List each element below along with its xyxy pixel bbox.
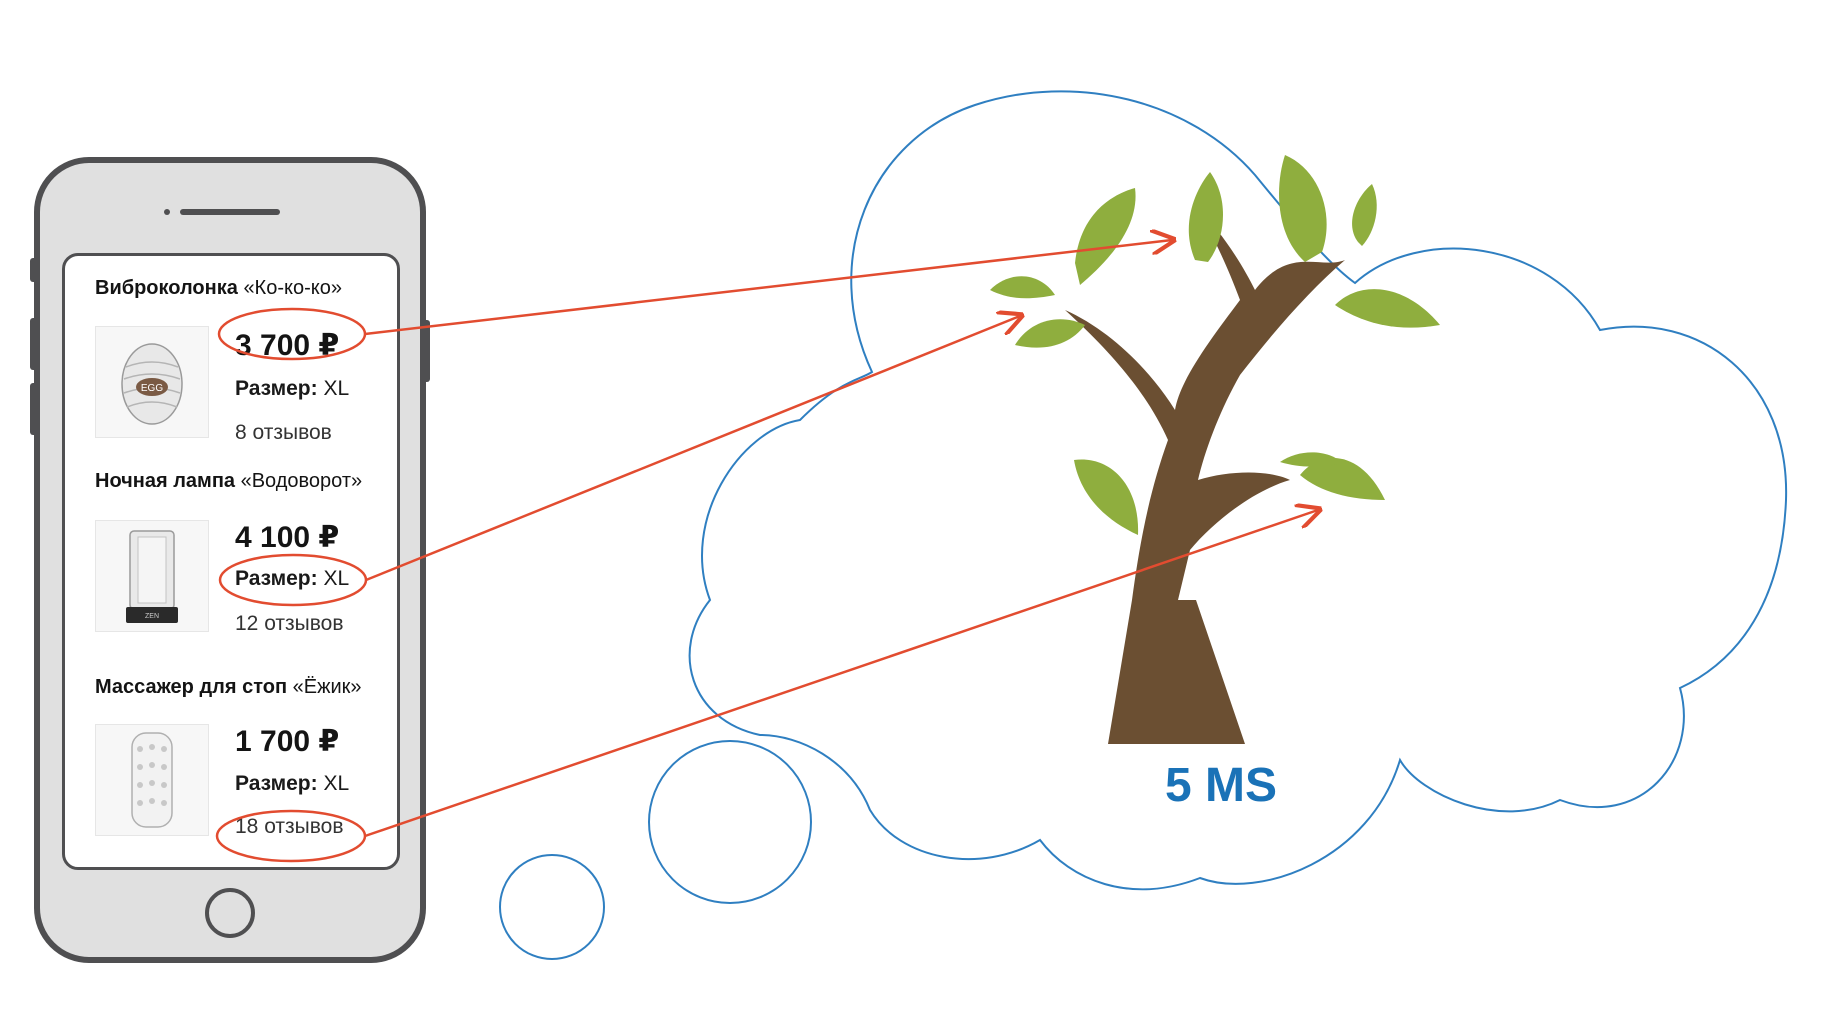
product-price: 1 700 ₽ [235, 725, 340, 758]
product-quoted-name: «Ко-ко-ко» [243, 277, 342, 299]
product-name: Массажер для стоп [95, 676, 288, 698]
highlight-ellipses [215, 307, 368, 863]
size-value: XL [323, 377, 350, 400]
thought-cloud [499, 90, 1788, 960]
product-size: Размер: XL [235, 772, 349, 796]
product-card-3[interactable]: Массажер для стоп «Ёжик» 1 700 ₽ Размер: [65, 676, 397, 867]
price-arrow [364, 240, 1172, 336]
cylinder-product-image[interactable]: ZEN [95, 520, 209, 632]
phone-screen: Виброколонка «Ко-ко-ко» EGG 3 700 ₽ Разм… [62, 253, 400, 870]
egg-product-image[interactable]: EGG [95, 326, 209, 438]
size-value: XL [323, 772, 350, 795]
size-value: XL [323, 567, 350, 590]
product-title[interactable]: Массажер для стоп «Ёжик» [95, 676, 362, 699]
product-size: Размер: XL [235, 377, 349, 401]
connector-arrows [364, 240, 1318, 838]
tree-trunk [1065, 205, 1345, 744]
product-title[interactable]: Виброколонка «Ко-ко-ко» [95, 277, 342, 300]
product-quoted-name: «Водоворот» [240, 470, 363, 492]
product-reviews[interactable]: 18 отзывов [235, 815, 344, 838]
phone-camera [164, 209, 170, 215]
product-quoted-name: «Ёжик» [292, 676, 362, 698]
reviews-highlight-ellipse [215, 809, 367, 863]
product-size: Размер: XL [235, 567, 349, 591]
tree-leaves [990, 155, 1440, 535]
price-highlight-ellipse [217, 307, 367, 361]
spiked-sleeve-product-image[interactable] [95, 724, 209, 836]
product-name: Ночная лампа [95, 470, 236, 492]
size-highlight-ellipse [218, 553, 368, 607]
reviews-arrow [364, 510, 1318, 838]
product-card-1[interactable]: Виброколонка «Ко-ко-ко» EGG 3 700 ₽ Разм… [65, 277, 397, 477]
thought-bubble-small [499, 854, 605, 960]
size-arrow [365, 316, 1020, 582]
size-label: Размер: [235, 377, 318, 400]
product-reviews[interactable]: 8 отзывов [235, 421, 332, 444]
product-price: 4 100 ₽ [235, 521, 340, 554]
svg-text:ZEN: ZEN [145, 613, 159, 620]
phone-speaker [180, 209, 280, 215]
tree-icon [990, 155, 1440, 744]
thought-bubble-large [648, 740, 812, 904]
product-title[interactable]: Ночная лампа «Водоворот» [95, 470, 362, 493]
size-label: Размер: [235, 567, 318, 590]
cloud-outline [688, 90, 1788, 891]
latency-label: 5 MS [1164, 759, 1278, 812]
home-button[interactable] [205, 888, 255, 938]
product-name: Виброколонка [95, 277, 238, 299]
product-reviews[interactable]: 12 отзывов [235, 612, 344, 635]
svg-text:EGG: EGG [141, 383, 163, 394]
size-label: Размер: [235, 772, 318, 795]
product-card-2[interactable]: Ночная лампа «Водоворот» ZEN 4 100 ₽ Раз… [65, 470, 397, 670]
